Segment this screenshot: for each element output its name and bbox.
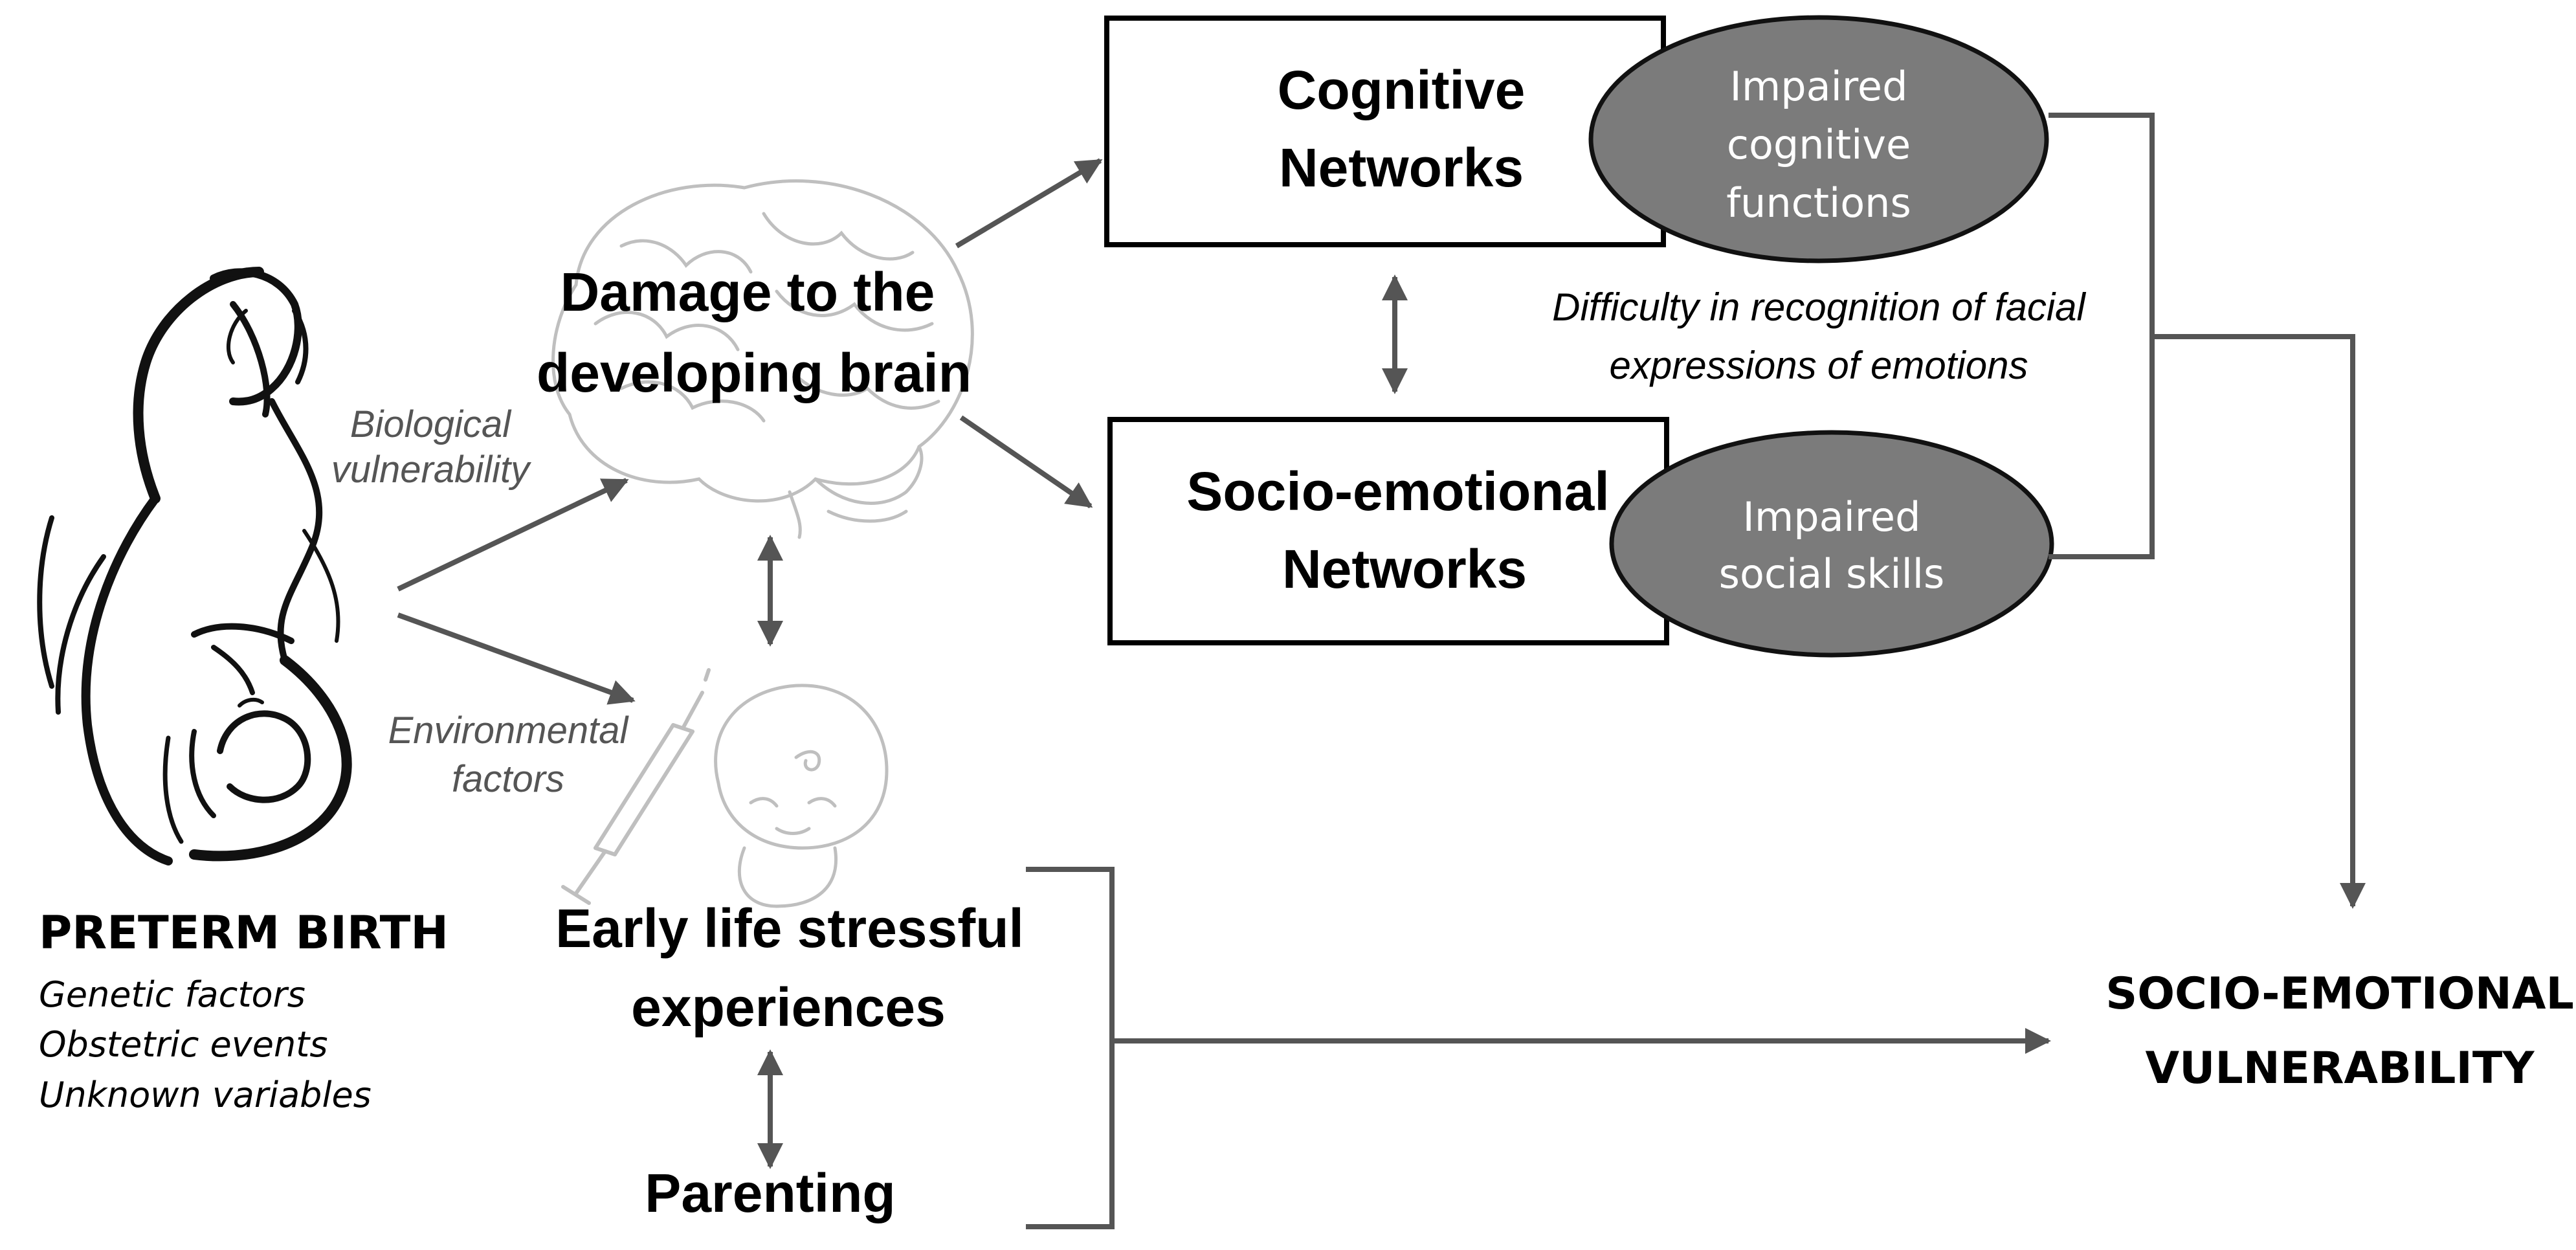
- arrow-biological: [397, 478, 629, 592]
- impaired-social-1: Impaired: [1743, 493, 1921, 541]
- impaired-social-ellipse: [1609, 430, 2054, 658]
- brain-illustration: [551, 179, 974, 539]
- cognitive-title-2: Networks: [1279, 137, 1524, 198]
- impaired-cognitive-2: cognitive: [1727, 121, 1911, 168]
- syringe-icon: [561, 668, 711, 905]
- environmental-label-1: Environmental: [388, 709, 630, 752]
- cognitive-title-1: Cognitive: [1278, 60, 1526, 120]
- bracket-right-networks: [2049, 113, 2155, 559]
- outcome-title-1: SOCIO-EMOTIONAL: [2105, 968, 2574, 1020]
- cognitive-networks-box: [1104, 16, 1666, 247]
- brain-title-1: Damage to the: [561, 262, 935, 322]
- facial-label-2: expressions of emotions: [1610, 344, 2028, 387]
- arrow-environmental: [397, 612, 636, 705]
- preterm-birth-title: PRETERM BIRTH: [39, 906, 449, 959]
- pregnant-mother-illustration: [37, 267, 352, 865]
- environmental-label-2: factors: [452, 758, 564, 800]
- outcome-title-2: VULNERABILITY: [2146, 1043, 2535, 1094]
- stress-title-2: experiences: [631, 977, 946, 1038]
- bracket-bottom-left: [1026, 867, 1115, 1229]
- preterm-item-obstetric: Obstetric events: [39, 1024, 328, 1065]
- socio-title-2: Networks: [1282, 539, 1527, 599]
- parenting-title: Parenting: [645, 1163, 895, 1223]
- preterm-item-unknown: Unknown variables: [39, 1075, 372, 1115]
- socio-title-1: Socio-emotional: [1186, 461, 1609, 522]
- arrow-brain-to-socio: [959, 415, 1093, 509]
- impaired-social-2: social skills: [1719, 550, 1945, 597]
- facial-label-1: Difficulty in recognition of facial: [1552, 285, 2086, 329]
- arrow-brain-to-cognitive: [955, 158, 1103, 249]
- connectors: [397, 113, 2366, 1229]
- connector-to-outcome: [2152, 334, 2366, 909]
- socio-emotional-networks-box: [1107, 417, 1669, 645]
- impaired-cognitive-1: Impaired: [1730, 63, 1908, 110]
- impaired-cognitive-ellipse: [1588, 15, 2049, 263]
- impaired-cognitive-3: functions: [1726, 179, 1911, 227]
- baby-illustration: [714, 684, 889, 908]
- biological-label-2: vulnerability: [331, 449, 531, 491]
- stress-title-1: Early life stressful: [555, 898, 1024, 959]
- preterm-item-genetic: Genetic factors: [39, 974, 305, 1015]
- brain-title-2: developing brain: [537, 342, 972, 403]
- biological-label-1: Biological: [350, 403, 512, 445]
